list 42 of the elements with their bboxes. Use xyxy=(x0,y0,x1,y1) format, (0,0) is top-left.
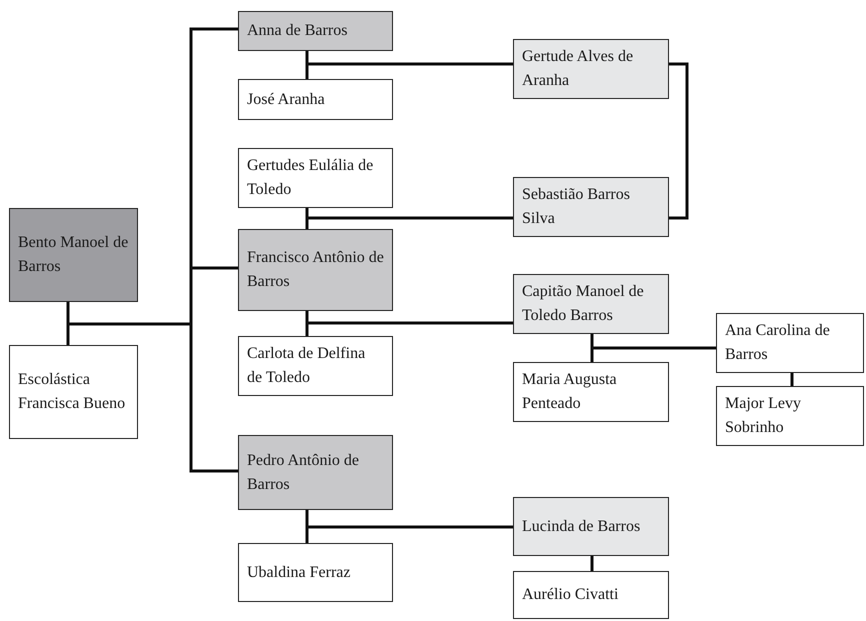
person-box xyxy=(238,435,393,510)
connector-line xyxy=(306,51,513,66)
person-box xyxy=(9,208,138,302)
person-box xyxy=(716,386,864,446)
connector-line xyxy=(790,373,794,386)
person-box xyxy=(238,543,393,602)
person-name: Gertudes Eulália de Toledo xyxy=(247,156,374,200)
person-name: Francisco Antônio de Barros xyxy=(247,248,384,292)
connector-line xyxy=(669,62,688,220)
person-name: Lucinda de Barros xyxy=(522,516,640,536)
person-name: Sebastião Barros Silva xyxy=(522,185,631,229)
person-box xyxy=(513,177,669,237)
person-name: Anna de Barros xyxy=(247,21,348,41)
person-name: Bento Manoel de Barros xyxy=(18,233,129,277)
connector-line xyxy=(590,334,716,350)
person-box xyxy=(238,336,393,396)
person-box xyxy=(513,39,669,99)
person-name: Ana Carolina de Barros xyxy=(725,321,831,365)
person-box xyxy=(513,497,669,556)
person-name: Ubaldina Ferraz xyxy=(247,562,351,582)
person-box xyxy=(238,11,393,51)
person-name: Carlota de Delfina de Toledo xyxy=(247,344,366,388)
person-name: Capitão Manoel de Toledo Barros xyxy=(522,282,645,326)
person-name: Major Levy Sobrinho xyxy=(725,394,802,438)
person-name: Aurélio Civatti xyxy=(522,585,618,605)
person-box xyxy=(716,313,864,373)
person-box xyxy=(238,229,393,311)
person-box xyxy=(513,274,669,334)
person-box xyxy=(513,362,669,422)
person-name: Maria Augusta Penteado xyxy=(522,370,618,414)
connector-line xyxy=(306,510,513,528)
connector-line xyxy=(306,311,513,324)
person-name: Gertude Alves de Aranha xyxy=(522,47,634,91)
person-box xyxy=(238,148,393,208)
person-box xyxy=(513,571,669,619)
person-name: Pedro Antônio de Barros xyxy=(247,450,360,494)
connector-line xyxy=(590,556,594,571)
person-box xyxy=(238,79,393,120)
connector-line xyxy=(306,216,513,229)
person-name: Escolástica Francisca Bueno xyxy=(18,370,126,414)
person-name: José Aranha xyxy=(247,90,325,110)
person-box xyxy=(9,345,138,439)
